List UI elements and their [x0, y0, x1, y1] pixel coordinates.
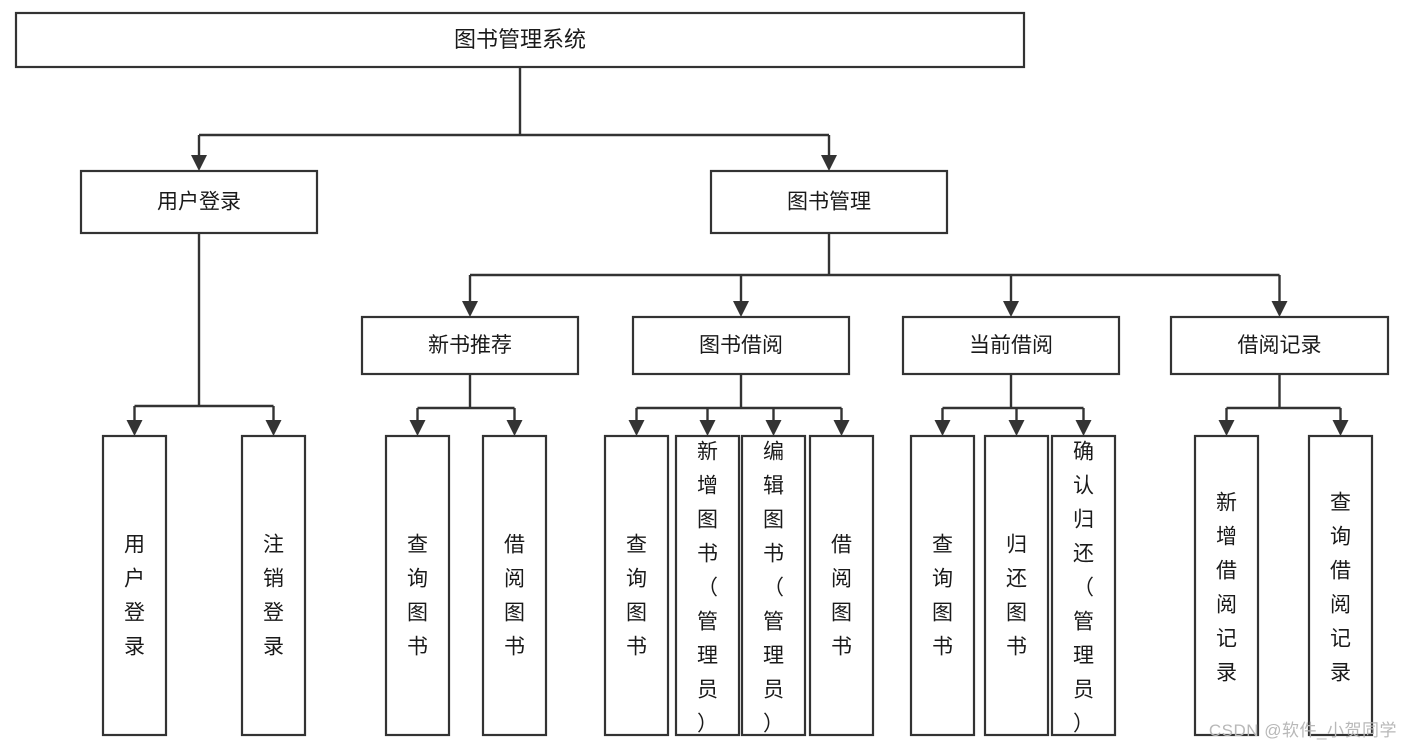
node-book-manage[interactable]: 图书管理: [709, 169, 949, 235]
node-box-leaf-logout: [240, 434, 307, 737]
node-new-book-recommend[interactable]: 新书推荐: [360, 315, 580, 376]
node-box-book-manage: [709, 169, 949, 235]
node-label-leaf-query-book-current: 查询图书: [932, 534, 953, 659]
node-leaf-add-record[interactable]: 新增借阅记录: [1193, 434, 1260, 737]
node-label-current-borrow: 当前借阅: [969, 334, 1053, 357]
node-label-leaf-query-record: 查询借阅记录: [1330, 492, 1351, 685]
node-box-leaf-query-book-new: [384, 434, 451, 737]
node-label-book-manage: 图书管理: [787, 191, 871, 214]
node-box-leaf-edit-book: [740, 434, 807, 737]
node-user-login[interactable]: 用户登录: [79, 169, 319, 235]
node-box-leaf-confirm-return: [1050, 434, 1117, 737]
node-label-leaf-add-book: 新增图书（管理员）: [697, 441, 718, 736]
edges-layer: [126, 67, 1349, 436]
node-box-leaf-add-book: [674, 434, 741, 737]
node-label-leaf-borrow-book-new: 借阅图书: [504, 534, 525, 659]
node-box-leaf-return-book: [983, 434, 1050, 737]
node-label-leaf-confirm-return: 确认归还（管理员）: [1073, 441, 1094, 736]
node-label-leaf-query-book-borrow: 查询图书: [626, 534, 647, 659]
node-label-leaf-add-record: 新增借阅记录: [1216, 492, 1237, 685]
node-label-borrow-record: 借阅记录: [1238, 334, 1322, 357]
node-label-book-borrow: 图书借阅: [699, 334, 783, 357]
node-label-new-book-recommend: 新书推荐: [428, 334, 512, 357]
node-box-leaf-borrow-book: [808, 434, 875, 737]
node-root[interactable]: 图书管理系统: [14, 11, 1026, 69]
node-book-borrow[interactable]: 图书借阅: [631, 315, 851, 376]
node-box-leaf-query-book-borrow: [603, 434, 670, 737]
node-label-leaf-user-login: 用户登录: [124, 534, 145, 659]
node-leaf-edit-book[interactable]: 编辑图书（管理员）: [740, 434, 807, 737]
node-leaf-confirm-return[interactable]: 确认归还（管理员）: [1050, 434, 1117, 737]
node-label-user-login: 用户登录: [157, 191, 241, 214]
node-label-leaf-logout: 注销登录: [263, 534, 284, 659]
node-box-book-borrow: [631, 315, 851, 376]
node-box-leaf-borrow-book-new: [481, 434, 548, 737]
node-current-borrow[interactable]: 当前借阅: [901, 315, 1121, 376]
node-box-leaf-user-login: [101, 434, 168, 737]
node-label-leaf-return-book: 归还图书: [1006, 534, 1027, 659]
node-label-root: 图书管理系统: [454, 27, 586, 52]
node-box-leaf-add-record: [1193, 434, 1260, 737]
node-leaf-query-book-borrow[interactable]: 查询图书: [603, 434, 670, 737]
node-leaf-borrow-book[interactable]: 借阅图书: [808, 434, 875, 737]
node-box-user-login: [79, 169, 319, 235]
node-leaf-logout[interactable]: 注销登录: [240, 434, 307, 737]
node-leaf-query-book-new[interactable]: 查询图书: [384, 434, 451, 737]
node-leaf-add-book[interactable]: 新增图书（管理员）: [674, 434, 741, 737]
watermark-text: CSDN @软件_小贺同学: [1208, 721, 1397, 740]
node-borrow-record[interactable]: 借阅记录: [1169, 315, 1390, 376]
node-box-new-book-recommend: [360, 315, 580, 376]
node-box-root: [14, 11, 1026, 69]
node-label-leaf-borrow-book: 借阅图书: [831, 534, 852, 659]
node-leaf-query-record[interactable]: 查询借阅记录: [1307, 434, 1374, 737]
node-leaf-query-book-current[interactable]: 查询图书: [909, 434, 976, 737]
node-label-leaf-edit-book: 编辑图书（管理员）: [763, 441, 784, 736]
node-leaf-user-login[interactable]: 用户登录: [101, 434, 168, 737]
node-leaf-return-book[interactable]: 归还图书: [983, 434, 1050, 737]
node-leaf-borrow-book-new[interactable]: 借阅图书: [481, 434, 548, 737]
node-box-leaf-query-book-current: [909, 434, 976, 737]
node-label-leaf-query-book-new: 查询图书: [407, 534, 428, 659]
nodes-layer: 图书管理系统用户登录图书管理新书推荐图书借阅当前借阅借阅记录用户登录注销登录查询…: [14, 11, 1390, 737]
node-box-leaf-query-record: [1307, 434, 1374, 737]
node-box-current-borrow: [901, 315, 1121, 376]
node-box-borrow-record: [1169, 315, 1390, 376]
